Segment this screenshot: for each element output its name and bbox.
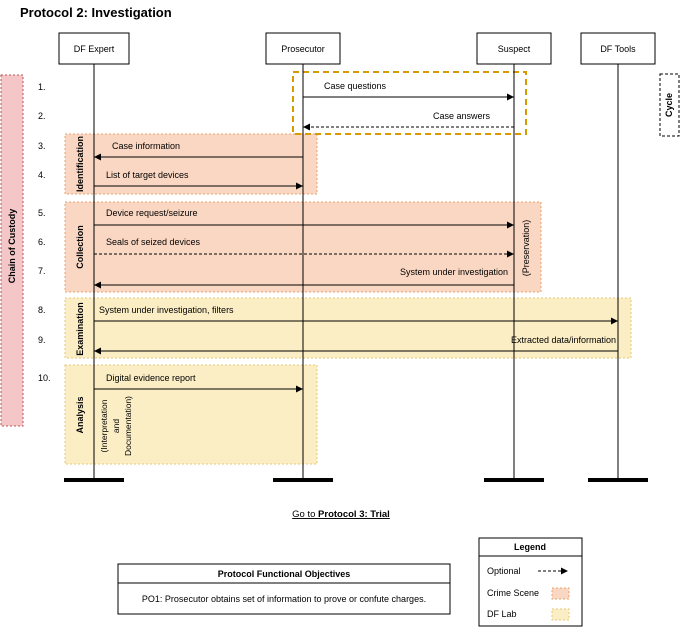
analysis-note: (Interpretation and Documentation) xyxy=(99,396,133,456)
legend-crime-scene-swatch xyxy=(551,587,570,600)
analysis-note-line-2: and xyxy=(111,419,121,433)
analysis-note-line-3: Documentation) xyxy=(123,396,133,456)
lifeline-end-suspect xyxy=(484,478,544,482)
cycle-label: Cycle xyxy=(664,93,674,117)
actor-label-prosecutor: Prosecutor xyxy=(281,44,325,54)
phase-label-analysis: Analysis xyxy=(75,396,85,433)
message-label-digital-evidence-report: Digital evidence report xyxy=(106,373,196,383)
legend-item-optional-label: Optional xyxy=(487,566,521,576)
step-numbers: 1. 2. 3. 4. 5. 6. 7. 8. 9. 10. xyxy=(38,82,51,383)
step-number: 1. xyxy=(38,82,46,92)
actor-label-df-expert: DF Expert xyxy=(74,44,115,54)
step-number: 6. xyxy=(38,237,46,247)
step-number: 2. xyxy=(38,111,46,121)
message-label-case-answers: Case answers xyxy=(433,111,491,121)
step-number: 5. xyxy=(38,208,46,218)
message-label-case-information: Case information xyxy=(112,141,180,151)
lifeline-end-prosecutor xyxy=(273,478,333,482)
message-label-seals: Seals of seized devices xyxy=(106,237,201,247)
objectives-table: Protocol Functional Objectives PO1: Pros… xyxy=(117,563,451,615)
legend-df-lab-swatch xyxy=(551,608,570,621)
legend-title: Legend xyxy=(514,542,546,552)
message-label-system-under-investigation: System under investigation xyxy=(400,267,508,277)
actor-label-df-tools: DF Tools xyxy=(600,44,636,54)
legend-item-df-lab-label: DF Lab xyxy=(487,609,517,619)
goto-link[interactable]: Go to Protocol 3: Trial xyxy=(292,509,390,520)
objectives-title: Protocol Functional Objectives xyxy=(218,569,351,579)
actor-suspect: Suspect xyxy=(476,32,552,65)
step-number: 9. xyxy=(38,335,46,345)
actor-df-tools: DF Tools xyxy=(580,32,656,65)
step-number: 7. xyxy=(38,266,46,276)
goto-prefix: Go to xyxy=(292,509,318,520)
phase-box-identification xyxy=(64,133,318,195)
message-label-case-questions: Case questions xyxy=(324,81,387,91)
analysis-note-line-1: (Interpretation xyxy=(99,399,109,452)
message-label-filters: System under investigation, filters xyxy=(99,305,234,315)
actor-prosecutor: Prosecutor xyxy=(265,32,341,65)
step-number: 3. xyxy=(38,141,46,151)
phase-box-examination xyxy=(64,297,632,359)
legend: Legend Optional Crime Scene DF Lab xyxy=(478,537,583,627)
objectives-item: PO1: Prosecutor obtains set of informati… xyxy=(142,594,426,604)
step-number: 4. xyxy=(38,170,46,180)
phase-label-identification: Identification xyxy=(75,136,85,192)
step-number: 10. xyxy=(38,373,51,383)
phase-box-analysis xyxy=(64,364,318,465)
lifeline-end-df-tools xyxy=(588,478,648,482)
optional-cycle-region xyxy=(292,71,527,135)
phase-label-collection: Collection xyxy=(75,225,85,269)
message-label-extracted-data: Extracted data/information xyxy=(511,335,616,345)
message-label-list-of-target-devices: List of target devices xyxy=(106,170,189,180)
chain-of-custody-label: Chain of Custody xyxy=(7,209,17,284)
chain-of-custody-bar xyxy=(0,74,24,427)
step-number: 8. xyxy=(38,305,46,315)
lifeline-end-df-expert xyxy=(64,478,124,482)
actor-df-expert: DF Expert xyxy=(58,32,130,65)
legend-item-crime-scene-label: Crime Scene xyxy=(487,588,539,598)
phase-label-examination: Examination xyxy=(75,302,85,356)
preservation-label: (Preservation) xyxy=(521,220,531,277)
goto-target[interactable]: Protocol 3: Trial xyxy=(318,509,390,520)
message-label-device-request: Device request/seizure xyxy=(106,208,198,218)
cycle-box xyxy=(659,73,680,137)
page-title: Protocol 2: Investigation xyxy=(20,5,172,20)
actor-label-suspect: Suspect xyxy=(498,44,531,54)
